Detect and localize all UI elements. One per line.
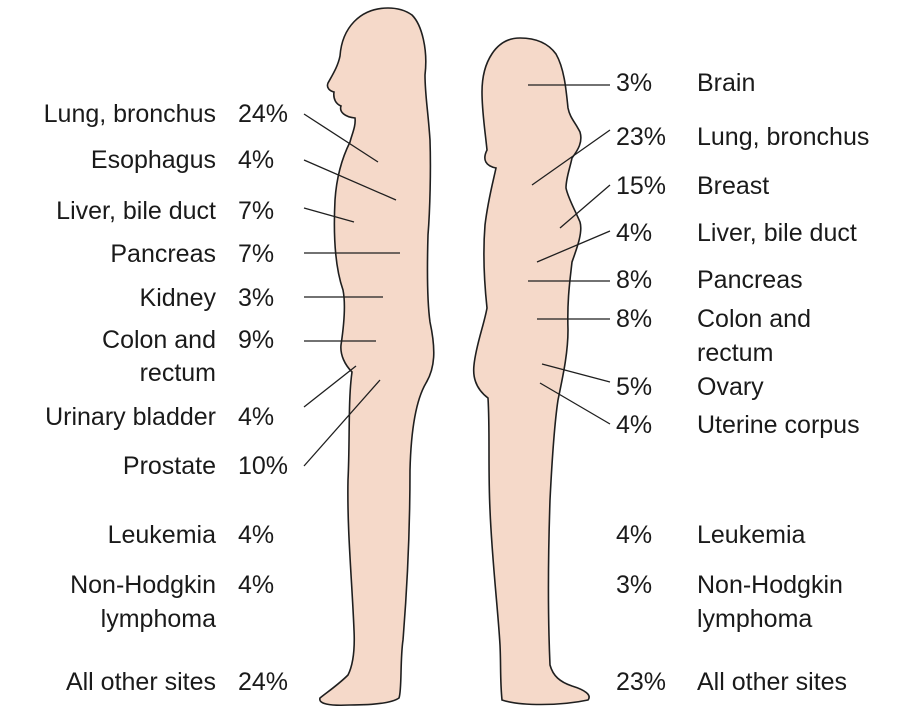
female-pct-nhl: 3% [616, 571, 652, 600]
female-pct-breast: 15% [616, 172, 666, 201]
female-pct-leukemia: 4% [616, 521, 652, 550]
male-pct-kidney: 3% [238, 284, 274, 313]
male-site-bladder: Urinary bladder [45, 403, 216, 432]
male-site-liver: Liver, bile duct [56, 197, 216, 226]
female-pct-pancreas: 8% [616, 266, 652, 295]
female-pct-uterus: 4% [616, 411, 652, 440]
male-pct-prostate: 10% [238, 452, 288, 481]
female-site-brain: Brain [697, 69, 755, 98]
female-site-leukemia: Leukemia [697, 521, 805, 550]
male-pct-leukemia: 4% [238, 521, 274, 550]
female-site-pancreas: Pancreas [697, 266, 803, 295]
female-site-colon-line2: rectum [697, 339, 773, 368]
female-site-other: All other sites [697, 668, 847, 697]
female-pct-other: 23% [616, 668, 666, 697]
male-site-leukemia: Leukemia [108, 521, 216, 550]
male-site-other: All other sites [66, 668, 216, 697]
male-site-kidney: Kidney [140, 284, 216, 313]
male-pct-lung: 24% [238, 100, 288, 129]
male-body-silhouette [320, 8, 434, 705]
female-pct-lung: 23% [616, 123, 666, 152]
male-site-colon-line1: Colon and [102, 326, 216, 355]
female-site-liver: Liver, bile duct [697, 219, 857, 248]
female-site-breast: Breast [697, 172, 769, 201]
male-pct-other: 24% [238, 668, 288, 697]
female-site-colon-line1: Colon and [697, 305, 811, 334]
female-pct-ovary: 5% [616, 373, 652, 402]
female-site-nhl-line2: lymphoma [697, 605, 812, 634]
male-site-nhl-line1: Non-Hodgkin [70, 571, 216, 600]
male-pct-nhl: 4% [238, 571, 274, 600]
female-pct-colon: 8% [616, 305, 652, 334]
male-site-colon-line2: rectum [140, 359, 216, 388]
female-site-nhl-line1: Non-Hodgkin [697, 571, 843, 600]
male-site-pancreas: Pancreas [110, 240, 216, 269]
leader-male-bladder [304, 366, 356, 407]
female-pct-brain: 3% [616, 69, 652, 98]
male-pct-pancreas: 7% [238, 240, 274, 269]
male-site-prostate: Prostate [123, 452, 216, 481]
female-site-ovary: Ovary [697, 373, 764, 402]
male-site-nhl-line2: lymphoma [101, 605, 216, 634]
female-site-lung: Lung, bronchus [697, 123, 869, 152]
male-pct-liver: 7% [238, 197, 274, 226]
female-site-uterus: Uterine corpus [697, 411, 860, 440]
male-site-lung: Lung, bronchus [44, 100, 216, 129]
male-pct-esophagus: 4% [238, 146, 274, 175]
male-pct-bladder: 4% [238, 403, 274, 432]
male-site-esophagus: Esophagus [91, 146, 216, 175]
female-pct-liver: 4% [616, 219, 652, 248]
male-pct-colon: 9% [238, 326, 274, 355]
